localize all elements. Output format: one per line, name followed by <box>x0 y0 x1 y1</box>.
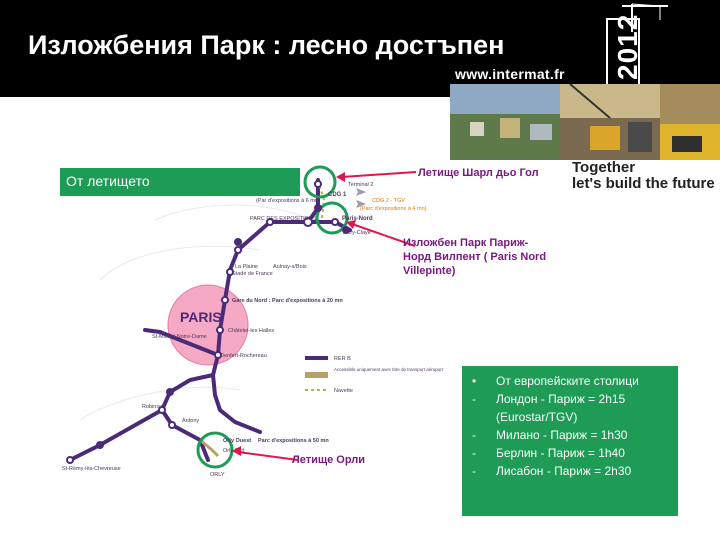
plane-icon <box>356 188 366 208</box>
capitals-item: - Лондон - Париж = 2h15 (Eurostar/TGV) <box>470 390 670 426</box>
orly-highlight-circle <box>196 431 234 469</box>
slogan-line-1: Together <box>572 159 636 176</box>
rer-badges <box>96 204 350 449</box>
list-bullet: - <box>472 392 476 406</box>
map-label-cdg2-sub: (Parc d'expositions à 4 mn) <box>360 206 427 212</box>
exhibition-park-label: Изложбен Парк Париж-Норд Вилпент ( Paris… <box>403 237 547 277</box>
map-label-antony: Antony <box>182 418 199 424</box>
crane-icon <box>622 3 668 32</box>
construction-photo <box>450 84 720 160</box>
orlyval-line <box>199 438 220 458</box>
map-label-cdg1: CDG 1 <box>328 192 347 198</box>
paris-label: PARIS <box>180 309 222 325</box>
map-label-robinson: Robinson <box>142 404 165 410</box>
cdg-airport-label: Летище Шарл дьо Гол <box>418 167 539 179</box>
rer-route-map: CDG 1 (Par d'expositions à 6 mn) Termina… <box>62 165 444 478</box>
capitals-item: - Милано - Париж = 1h30 <box>470 426 670 444</box>
map-label-gare-du-nord: Gare du Nord : Parc d'expositions à 20 m… <box>232 298 343 304</box>
map-label-mitry: Mitry-Claye <box>343 230 371 236</box>
legend-swatches <box>305 356 328 391</box>
list-bullet: - <box>472 446 476 460</box>
park-highlight-circle <box>315 201 349 235</box>
map-label-parc: PARC DES EXPOSITIONS <box>250 216 317 222</box>
capitals-item: • От европейските столици <box>470 372 670 390</box>
list-bullet: - <box>472 464 476 478</box>
map-label-orly-parc: Parc d'expositions à 50 mn <box>258 438 329 444</box>
map-label-st-michel: St-Michel-Notre-Dame <box>152 334 207 340</box>
map-label-accessible: Accessible uniquement avec titre de tran… <box>334 367 444 372</box>
cdg-highlight-circle <box>303 165 337 199</box>
slogan-line-2: let's build the future <box>572 175 715 192</box>
capitals-box: • От европейските столици - Лондон - Пар… <box>462 366 678 516</box>
capitals-item: - Берлин - Париж = 1h40 <box>470 444 670 462</box>
page-title: Изложбения Парк : лесно достъпен <box>28 30 505 60</box>
map-label-st-remy: St-Rémy-lès-Chevreuse <box>62 466 121 472</box>
capitals-item-text: Лондон - Париж = 2h15 (Eurostar/TGV) <box>496 392 626 424</box>
capitals-item-text: Берлин - Париж = 1h40 <box>496 446 625 460</box>
site-url: www.intermat.fr <box>455 66 565 82</box>
map-label-stade: Stade de France <box>232 271 273 277</box>
map-label-la-plaine: La Plaine <box>235 264 258 270</box>
capitals-item-text: Лисабон - Париж = 2h30 <box>496 464 632 478</box>
from-airport-label: От летището <box>60 168 300 196</box>
map-label-rer-b: RER B <box>334 356 351 362</box>
map-label-paris-nord: Paris-Nord <box>342 216 373 222</box>
map-label-aulnay: Aulnay-s/Bois <box>273 264 307 270</box>
map-label-terminal2: Terminal 2 <box>348 182 373 188</box>
list-bullet: - <box>472 428 476 442</box>
map-label-chatelet: Châtelet-les Halles <box>228 328 274 334</box>
capitals-item-text: От европейските столици <box>496 374 639 388</box>
map-label-navette: Navette <box>334 388 353 394</box>
list-bullet: • <box>472 374 477 388</box>
capitals-item-text: Милано - Париж = 1h30 <box>496 428 628 442</box>
pointer-arrows <box>232 171 417 461</box>
map-label-cdg2: CDG 2 - TGV <box>372 198 405 204</box>
header-bar <box>0 0 720 97</box>
map-label-orly: ORLY <box>210 472 225 478</box>
map-label-orly-ouest: Orly Ouest <box>223 438 251 444</box>
capitals-item: - Лисабон - Париж = 2h30 <box>470 462 670 480</box>
station-stops <box>66 180 339 464</box>
map-label-cdg1-sub: (Par d'expositions à 6 mn) <box>256 198 320 204</box>
map-label-denfert: Denfert-Rochereau <box>220 353 267 359</box>
slogan: Together let's build the future <box>572 160 715 192</box>
orly-airport-label: Летище Орли <box>292 454 366 466</box>
